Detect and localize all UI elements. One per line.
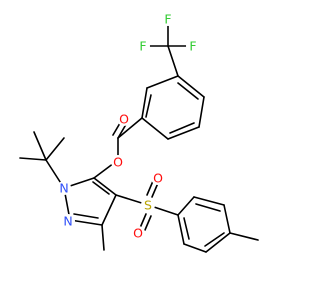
atom-n2-label: N [63,214,72,229]
bond-tolyl-methyl [229,232,259,241]
atom-o-sulfonyl-bottom: O [131,226,145,241]
bond-ring1-f [177,75,205,98]
atom-n1: N [57,181,71,196]
atom-s: S [141,198,155,213]
atom-o-ester: O [111,155,125,170]
bond-ring1-c [141,117,169,140]
bond-ring2-e [183,243,207,253]
bond-ring1-a [146,75,179,89]
bond-ring2-f [177,214,185,245]
atom-o-carbonyl-label: O [119,112,129,127]
bond-tbu-me1 [19,157,47,161]
bond-s-o-bottom-2 [144,215,152,231]
atom-f-top-label: F [164,12,171,27]
bond-ring1-b [141,87,148,119]
bond-ring-carbonyl [117,117,143,139]
bond-pyr-n2-c3-inner [73,213,99,219]
bond-pyr-c4-c5 [93,177,117,196]
bond-tbu-me3 [45,137,65,161]
bond-ring2-c [223,204,231,234]
atom-n1-label: N [59,181,68,196]
molecule-canvas: F F F O O N N [19,11,259,253]
bond-ring2-a [177,196,195,216]
structure-diagram: F F F O O N N [19,12,259,253]
atom-f-right-label: F [189,39,196,54]
atom-f-left-label: F [139,39,146,54]
bond-s-o-bottom-1 [139,213,147,229]
bond-ring1-inner-1 [145,94,152,118]
bond-ring2-inner-2 [204,232,225,247]
bond-ring2-d [205,232,231,253]
atom-f-left: F [136,39,150,54]
atom-n2: N [61,214,75,229]
atom-o-sulfonyl-top-label: O [153,171,163,186]
atom-o-carbonyl: O [117,112,131,127]
atom-o-sulfonyl-bottom-label: O [133,226,143,241]
atom-f-right: F [186,39,200,54]
bond-layer [19,24,259,253]
bond-s-o-top-1 [151,182,159,198]
atom-layer: F F F O O N N [57,12,200,241]
bond-ring2-b [193,196,225,206]
bond-pyr-n2-c3 [69,219,103,226]
bond-tbu-me2 [33,131,47,161]
bond-pyr-c4-c5-inner [92,181,110,195]
atom-o-ester-label: O [113,155,123,170]
bond-c3-methyl [101,224,105,251]
bond-c-cf3 [167,45,179,77]
bond-ring1-inner-2 [169,122,195,134]
atom-s-label: S [144,198,152,213]
bond-ring1-e [198,96,205,128]
atom-o-sulfonyl-top: O [151,171,165,186]
bond-s-o-top-2 [146,180,154,196]
bond-ring1-d [167,126,200,140]
bond-ring2-inner-1 [195,203,221,212]
bond-ring1-inner-3 [177,82,199,100]
atom-f-top: F [161,12,175,27]
bond-ring2-inner-3 [183,217,190,240]
bond-pyr-c3-c4 [101,194,117,226]
